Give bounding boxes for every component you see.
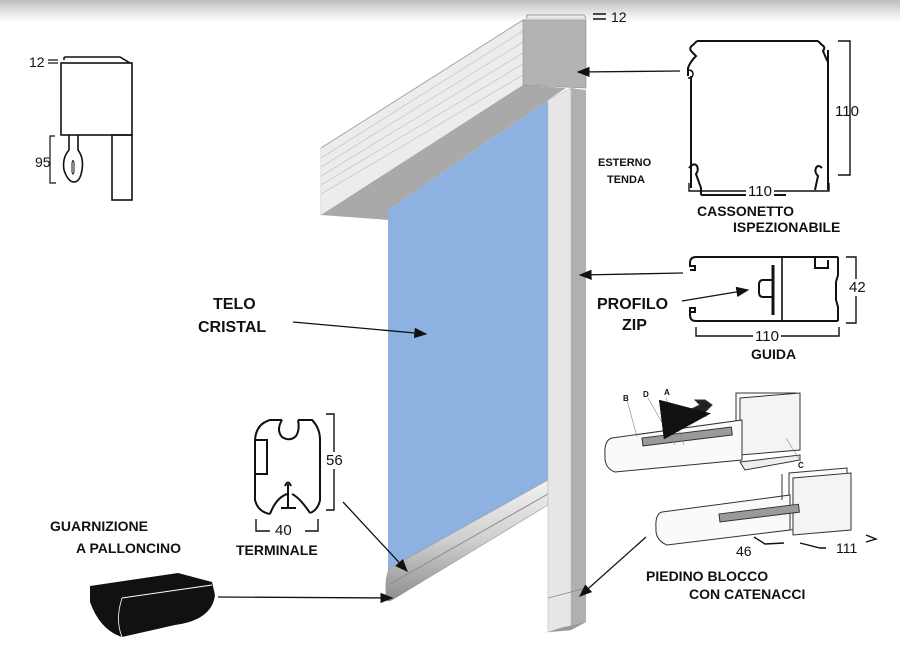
terminale-dim-height: 56 xyxy=(326,452,343,469)
part-label-a: A xyxy=(664,388,670,397)
esterno-label-1: ESTERNO xyxy=(598,157,652,169)
piedino-label-2: CON CATENACCI xyxy=(689,586,806,602)
box-end xyxy=(522,19,587,89)
piedino-label-1: PIEDINO BLOCCO xyxy=(646,568,769,584)
cassonetto-title-2: ISPEZIONABILE xyxy=(733,219,841,235)
terminale-title: TERMINALE xyxy=(236,542,318,558)
part-label-d: D xyxy=(643,390,649,399)
blind-3d xyxy=(320,14,587,633)
telo-label-1: TELO xyxy=(213,296,256,313)
guarnizione-shape xyxy=(89,570,215,638)
guida-dims xyxy=(695,256,857,337)
top-shadow xyxy=(0,0,900,22)
guida-dim-width: 110 xyxy=(753,328,781,345)
guide-front xyxy=(547,87,572,633)
guida-dim-height: 42 xyxy=(849,279,866,296)
terminale-profile xyxy=(254,419,321,515)
part-label-b: B xyxy=(623,394,629,403)
fabric-telo xyxy=(388,100,548,585)
esterno-label-2: TENDA xyxy=(607,174,645,186)
arrows xyxy=(217,66,750,604)
cassonetto-dim-width: 110 xyxy=(746,183,774,200)
guarnizione-label-2: A PALLONCINO xyxy=(76,540,181,556)
profilo-label-2: ZIP xyxy=(622,317,647,334)
cassonetto-title-1: CASSONETTO xyxy=(697,203,794,219)
cassonetto-dims xyxy=(688,40,851,192)
guida-profile xyxy=(689,256,839,322)
piedino-dim-b: 111 xyxy=(836,540,858,556)
terminale-dim-width: 40 xyxy=(275,522,292,539)
guide-side xyxy=(571,88,586,630)
guarnizione-label-1: GUARNIZIONE xyxy=(50,518,148,534)
side-view-drawing xyxy=(48,56,133,201)
part-label-c: C xyxy=(798,461,804,470)
top-dim-label: 12 xyxy=(611,9,627,25)
piedino-dim-a: 46 xyxy=(736,543,752,559)
guida-title: GUIDA xyxy=(751,346,797,362)
side-view-dim-height: 95 xyxy=(35,154,51,170)
cassonetto-profile xyxy=(687,40,829,196)
side-view-dim-top: 12 xyxy=(29,54,45,70)
piedino-dim-lines xyxy=(753,534,879,549)
cassonetto-dim-height: 110 xyxy=(835,103,859,120)
profilo-label-1: PROFILO xyxy=(597,296,669,313)
telo-label-2: CRISTAL xyxy=(198,319,267,336)
top-dim-mark xyxy=(593,13,606,20)
piedino-drawing xyxy=(604,392,852,546)
